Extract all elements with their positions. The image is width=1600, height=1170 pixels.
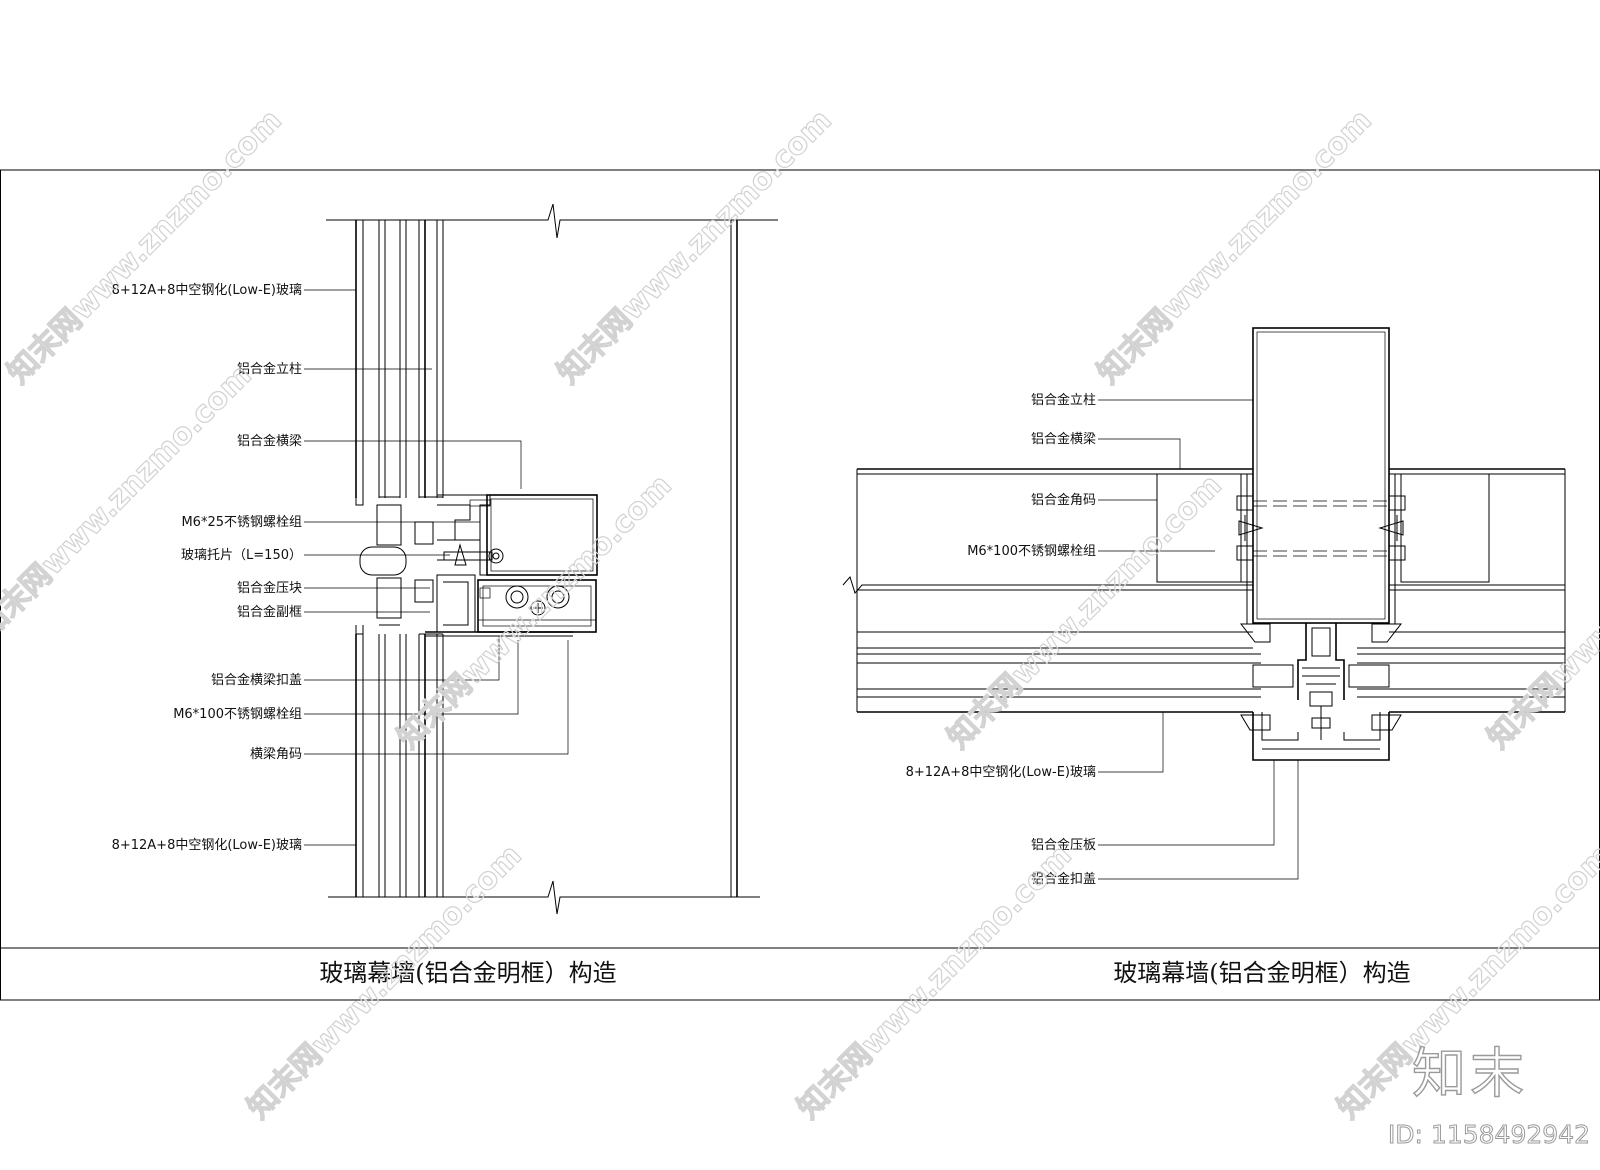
right-labels: 铝合金立柱 铝合金横梁 铝合金角码 M6*100不锈钢螺栓组 8+12A+8中空… <box>906 392 1096 887</box>
label-r-transom: 铝合金横梁 <box>1031 431 1096 447</box>
label-r-mullion: 铝合金立柱 <box>1031 392 1096 408</box>
label-glass-bottom: 8+12A+8中空钢化(Low-E)玻璃 <box>112 838 302 853</box>
label-transom: 铝合金横梁 <box>237 433 302 449</box>
watermark-text: 知末网www.znzmo.com <box>1091 103 1379 391</box>
label-r-cover: 铝合金扣盖 <box>1031 871 1096 887</box>
label-glass-top: 8+12A+8中空钢化(Low-E)玻璃 <box>112 283 302 298</box>
watermark-text: 知末网www.znzmo.com <box>1 103 289 391</box>
label-pressure-block: 铝合金压块 <box>237 580 302 596</box>
watermark-text: 知末网www.znzmo.com <box>1481 468 1600 756</box>
label-r-angle-bracket: 铝合金角码 <box>1031 492 1096 508</box>
label-glass-support: 玻璃托片（L=150） <box>181 548 302 563</box>
label-m6x100-bolt: M6*100不锈钢螺栓组 <box>173 707 302 722</box>
right-detail-geometry <box>842 327 1566 880</box>
label-transom-bracket: 横梁角码 <box>250 747 302 762</box>
label-m6x25-bolt: M6*25不锈钢螺栓组 <box>181 515 302 530</box>
right-detail-title: 玻璃幕墙(铝合金明框）构造 <box>1113 959 1410 987</box>
label-r-m6x100-bolt: M6*100不锈钢螺栓组 <box>967 544 1096 559</box>
watermark-text: 知末网www.znzmo.com <box>0 358 259 646</box>
left-detail-geometry <box>304 203 778 915</box>
label-transom-cover: 铝合金横梁扣盖 <box>211 672 302 688</box>
image-id: ID: 1158492942 <box>1388 1120 1590 1149</box>
left-labels: 8+12A+8中空钢化(Low-E)玻璃 铝合金立柱 铝合金横梁 M6*25不锈… <box>112 283 302 853</box>
watermark-text: 知末网www.znzmo.com <box>791 838 1079 1126</box>
watermark-text: 知末网www.znzmo.com <box>551 103 839 391</box>
label-r-glass: 8+12A+8中空钢化(Low-E)玻璃 <box>906 765 1096 780</box>
label-mullion: 铝合金立柱 <box>237 361 302 377</box>
label-sub-frame: 铝合金副框 <box>237 604 302 620</box>
label-r-pressure-plate: 铝合金压板 <box>1031 837 1096 853</box>
brand-logo: 知末 <box>1412 1042 1528 1105</box>
left-detail-title: 玻璃幕墙(铝合金明框）构造 <box>319 959 616 987</box>
